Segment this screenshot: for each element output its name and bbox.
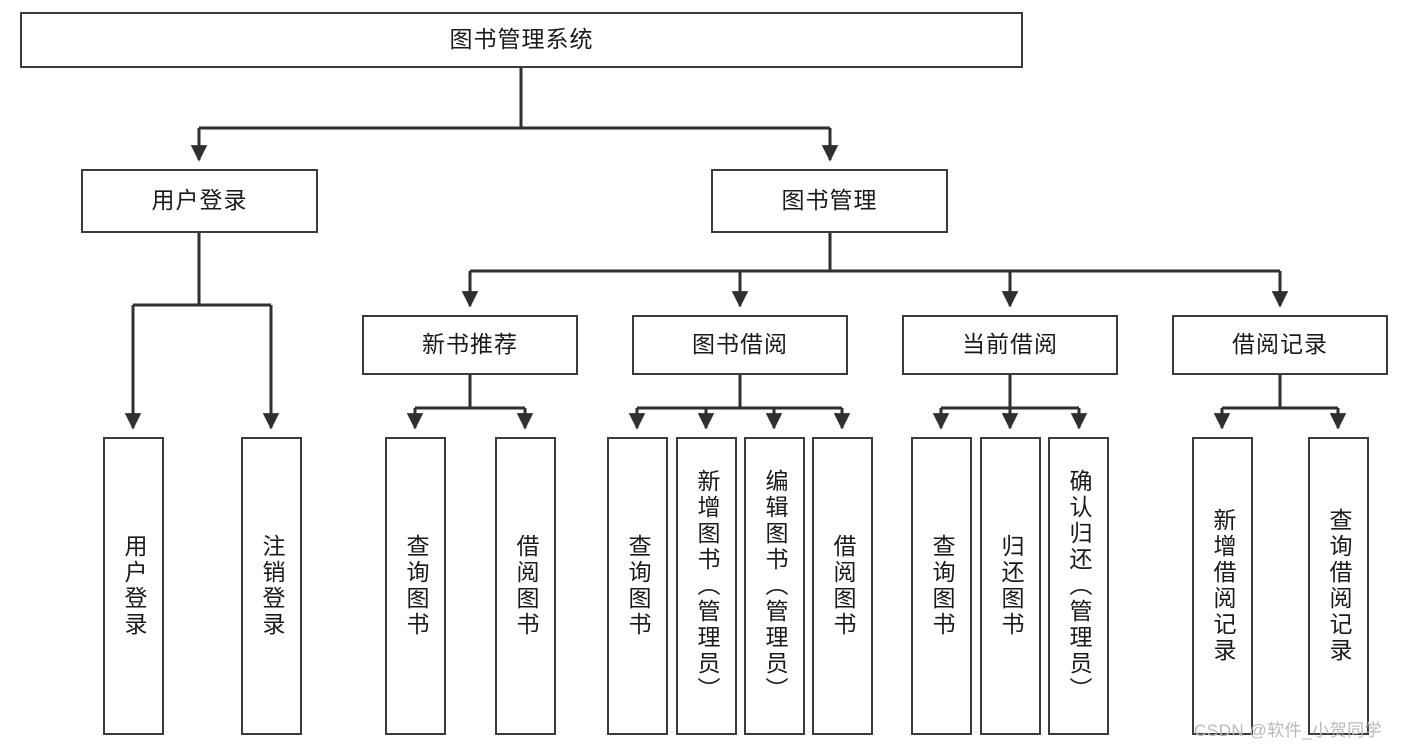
node-label: 新增借阅记录 xyxy=(1210,508,1237,664)
node-label: 借阅图书 xyxy=(830,534,857,638)
node-label: 查询借阅记录 xyxy=(1326,508,1353,664)
leaf-borrow-book-new[interactable]: 借阅图书 xyxy=(495,437,556,735)
node-label: 查询图书 xyxy=(625,534,652,638)
node-borrow-record[interactable]: 借阅记录 xyxy=(1172,315,1388,375)
node-root-system[interactable]: 图书管理系统 xyxy=(20,12,1023,68)
leaf-edit-book-admin[interactable]: 编辑图书（管理员） xyxy=(744,437,805,735)
node-label: 查询图书 xyxy=(929,534,956,638)
node-label: 新增图书（管理员） xyxy=(694,469,721,703)
node-book-borrow[interactable]: 图书借阅 xyxy=(632,315,848,375)
node-label: 查询图书 xyxy=(403,534,430,638)
leaf-add-book-admin[interactable]: 新增图书（管理员） xyxy=(676,437,737,735)
csdn-watermark: CSDN @软件_小贺同学 xyxy=(1194,721,1383,740)
node-label: 图书借阅 xyxy=(692,331,788,358)
leaf-borrow-book[interactable]: 借阅图书 xyxy=(812,437,873,735)
leaf-query-borrow-record[interactable]: 查询借阅记录 xyxy=(1308,437,1369,735)
node-label: 当前借阅 xyxy=(962,331,1058,358)
node-label: 图书管理系统 xyxy=(449,26,594,53)
node-label: 用户登录 xyxy=(121,534,148,638)
node-new-book-recommend[interactable]: 新书推荐 xyxy=(362,315,578,375)
node-label: 新书推荐 xyxy=(422,331,518,358)
node-current-borrow[interactable]: 当前借阅 xyxy=(902,315,1118,375)
leaf-query-book-new[interactable]: 查询图书 xyxy=(385,437,446,735)
node-label: 图书管理 xyxy=(781,187,878,214)
node-label: 借阅记录 xyxy=(1232,331,1328,358)
node-label: 归还图书 xyxy=(998,534,1025,638)
node-label: 注销登录 xyxy=(259,534,286,638)
node-label: 用户登录 xyxy=(151,187,248,214)
node-user-login[interactable]: 用户登录 xyxy=(81,169,318,233)
leaf-confirm-return-admin[interactable]: 确认归还（管理员） xyxy=(1048,437,1109,735)
leaf-query-book-current[interactable]: 查询图书 xyxy=(911,437,972,735)
leaf-add-borrow-record[interactable]: 新增借阅记录 xyxy=(1192,437,1253,735)
leaf-return-book[interactable]: 归还图书 xyxy=(980,437,1041,735)
leaf-query-book-borrow[interactable]: 查询图书 xyxy=(607,437,668,735)
leaf-user-login[interactable]: 用户登录 xyxy=(103,437,164,735)
leaf-logout-login[interactable]: 注销登录 xyxy=(241,437,302,735)
node-book-management[interactable]: 图书管理 xyxy=(711,169,948,233)
node-label: 确认归还（管理员） xyxy=(1066,469,1093,703)
node-label: 借阅图书 xyxy=(513,534,540,638)
node-label: 编辑图书（管理员） xyxy=(762,469,789,703)
